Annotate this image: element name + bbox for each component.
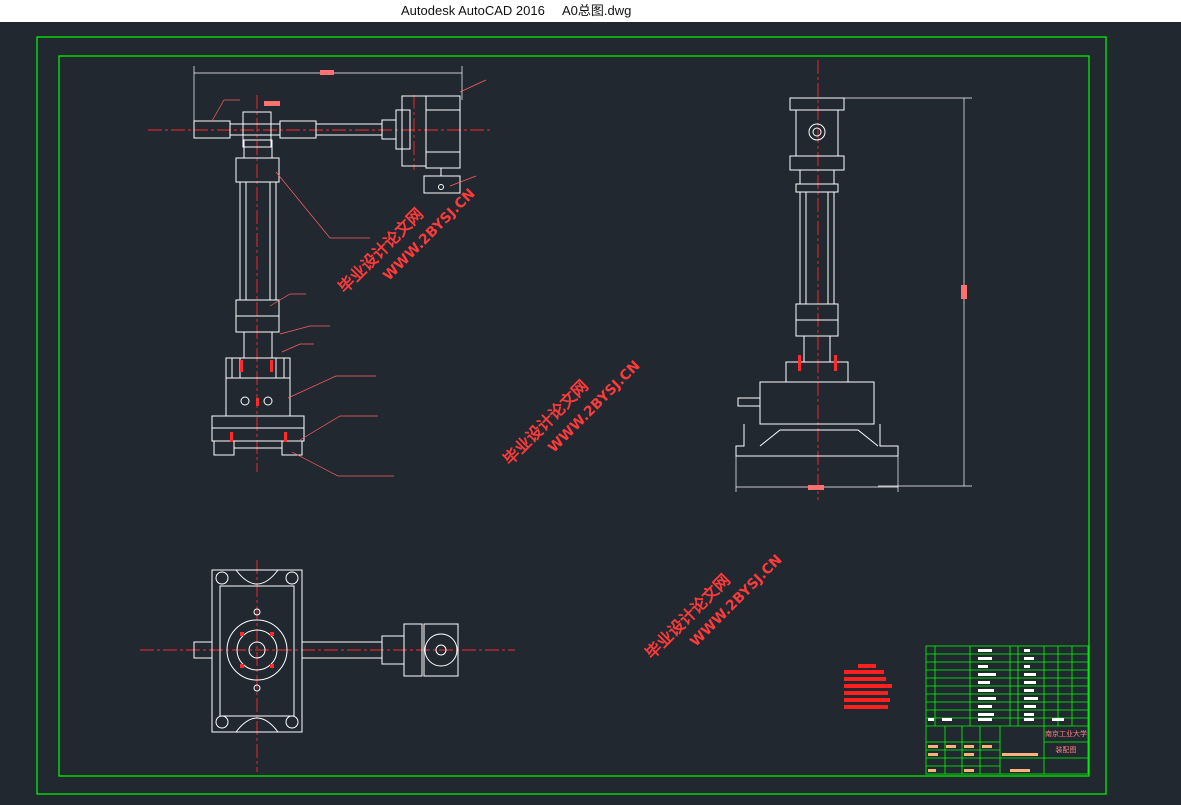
- watermark-3: 毕业设计论文网 WWW.2BYSJ.CN: [641, 552, 785, 663]
- signature-entries: [928, 745, 1038, 772]
- watermark-1: 毕业设计论文网 WWW.2BYSJ.CN: [334, 186, 478, 297]
- dimension-value-tag: [808, 485, 824, 490]
- watermark-2: 毕业设计论文网 WWW.2BYSJ.CN: [499, 358, 643, 469]
- title-bar: Autodesk AutoCAD 2016 A0总图.dwg: [0, 0, 1181, 22]
- sheet-frame: [36, 36, 1107, 795]
- drawing-canvas[interactable]: 毕业设计论文网 WWW.2BYSJ.CN 毕业设计论文网 WWW.2BYSJ.C…: [0, 22, 1181, 805]
- front-view[interactable]: [148, 66, 490, 477]
- side-view[interactable]: [735, 60, 972, 500]
- title-block[interactable]: 南京工业大学 装配图: [925, 645, 1089, 775]
- parts-list-entries: [928, 649, 1064, 721]
- top-view[interactable]: [140, 560, 515, 772]
- app-title: Autodesk AutoCAD 2016: [401, 3, 545, 18]
- file-name: A0总图.dwg: [562, 3, 632, 18]
- dimension-value-tag: [961, 285, 967, 299]
- technical-notes: [844, 664, 892, 709]
- school-name: 南京工业大学: [1045, 729, 1087, 738]
- drawing-name: 装配图: [1056, 745, 1077, 754]
- dimension-value-tag: [320, 70, 334, 75]
